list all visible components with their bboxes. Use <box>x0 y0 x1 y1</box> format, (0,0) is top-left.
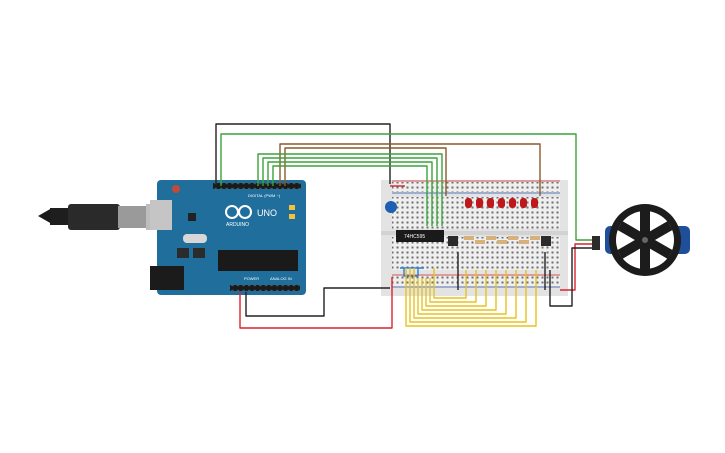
wire-red-servo-power[interactable] <box>560 243 594 291</box>
shift-register-74hc595[interactable]: 74HC595 <box>396 230 444 242</box>
digital-label: DIGITAL (PWM ~) <box>248 193 281 198</box>
servo-connector <box>592 236 600 250</box>
servo-motor[interactable] <box>592 204 690 276</box>
resistor <box>475 240 485 244</box>
resistor <box>497 240 507 244</box>
wire-brown-2[interactable] <box>284 147 447 196</box>
wire-yellow[interactable] <box>409 268 527 323</box>
resistor-array <box>464 236 540 244</box>
wire-red-5v[interactable] <box>239 277 393 329</box>
resistor <box>530 236 540 240</box>
led <box>509 198 516 208</box>
led-array <box>465 198 538 208</box>
led <box>531 198 538 208</box>
wire-yellow[interactable] <box>417 270 507 315</box>
wire-blue[interactable] <box>403 268 419 277</box>
led <box>487 198 494 208</box>
led <box>476 198 483 208</box>
usb-port <box>150 200 172 230</box>
reset-button[interactable] <box>172 185 180 193</box>
wire-black-gnd-bottom[interactable] <box>245 287 390 317</box>
digital-pin-header[interactable] <box>213 183 301 189</box>
resistor <box>519 240 529 244</box>
wire-green-3[interactable] <box>267 161 433 226</box>
potentiometer[interactable] <box>385 201 397 213</box>
wire-yellow[interactable] <box>433 268 467 299</box>
arduino-uno-board[interactable]: ARDUINO UNO DIGITAL (PWM ~) POWER ANALOG… <box>150 180 306 295</box>
wire-yellow[interactable] <box>429 270 477 303</box>
crystal <box>183 234 207 243</box>
wire-yellow[interactable] <box>425 270 487 307</box>
power-analog-pin-header[interactable] <box>230 285 300 291</box>
led <box>520 198 527 208</box>
shift-register-label: 74HC595 <box>404 234 425 240</box>
resistor <box>508 236 518 240</box>
analog-label: ANALOG IN <box>270 276 292 281</box>
wire-yellow[interactable] <box>413 268 517 319</box>
led <box>465 198 472 208</box>
wire-yellow[interactable] <box>405 268 537 327</box>
power-jack <box>150 266 184 290</box>
wire-black-servo-gnd[interactable] <box>549 247 594 307</box>
usb-cable[interactable] <box>38 204 166 230</box>
arduino-model-text: UNO <box>257 208 277 218</box>
led <box>498 198 505 208</box>
wire-brown-1[interactable] <box>279 143 541 196</box>
wire-yellow[interactable] <box>421 270 497 311</box>
push-button-right[interactable] <box>541 236 551 246</box>
wires <box>215 123 594 329</box>
push-button-left[interactable] <box>448 236 458 246</box>
arduino-brand-text: ARDUINO <box>226 222 249 228</box>
wire-green-2[interactable] <box>262 157 438 226</box>
resistor <box>486 236 496 240</box>
wire-green-4[interactable] <box>272 165 428 226</box>
wire-green-1[interactable] <box>257 153 443 226</box>
power-label: POWER <box>244 276 259 281</box>
wire-green-servo-signal[interactable] <box>220 133 594 241</box>
top-power-rail[interactable] <box>392 182 560 192</box>
resistor <box>464 236 474 240</box>
atmega-chip <box>218 250 298 271</box>
arduino-logo <box>225 205 252 219</box>
